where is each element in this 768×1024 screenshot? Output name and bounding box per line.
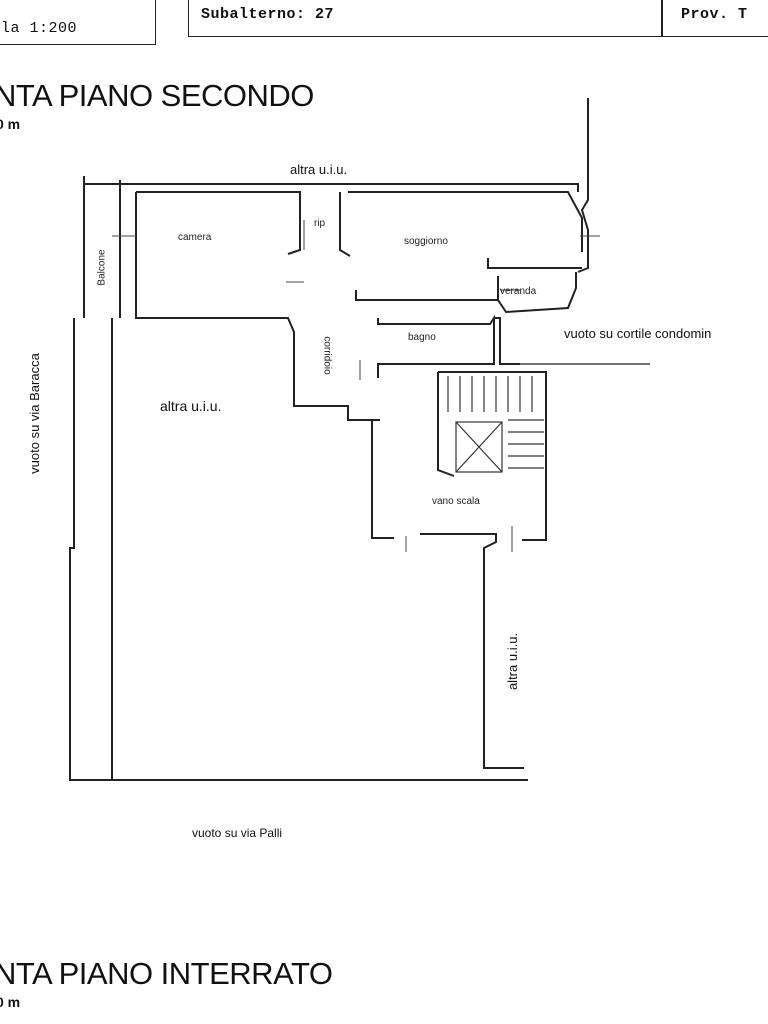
wall-upper-top-inner [136, 191, 301, 255]
plan-scale-note-basement: 0 m [0, 994, 21, 1010]
stair-treads [447, 376, 544, 473]
plan-title-basement: NTA PIANO INTERRATO [0, 956, 333, 991]
label-camera: camera [178, 232, 212, 243]
subalterno-text: Subalterno: 27 [201, 6, 335, 23]
wall-rip-right [339, 192, 351, 257]
province-text: Prov. T [681, 6, 748, 23]
label-balcone: Balcone [96, 249, 108, 286]
wall-soggiorno-right [487, 258, 582, 269]
label-soggiorno: soggiorno [404, 236, 448, 247]
wall-bagno [377, 314, 495, 378]
wall-bagno-right [494, 317, 520, 365]
plan-scale-note-second: 0 m [0, 116, 21, 132]
wall-veranda [497, 272, 577, 314]
label-veranda: veranda [500, 286, 537, 297]
label-vano-scala: vano scala [432, 496, 480, 507]
wall-corridor-left [371, 420, 394, 539]
label-vuoto-cortile: vuoto su cortile condomin [564, 326, 712, 341]
wall-stair-outer [438, 371, 547, 541]
label-vuoto-palli: vuoto su via Palli [192, 826, 283, 840]
label-vuoto-baracca: vuoto su via Baracca [26, 353, 42, 474]
wall-top-boundary [84, 183, 579, 192]
plan-title-second-floor: NTA PIANO SECONDO [0, 78, 314, 113]
label-altra-uiu-left: altra u.i.u. [160, 398, 222, 414]
wall-corridor-right [420, 533, 524, 769]
scale-box: la 1:200 [0, 0, 156, 45]
wall-camera-left [135, 192, 380, 421]
label-altra-uiu-right: altra u.i.u. [505, 632, 521, 691]
label-corridoio: corridoio [321, 336, 333, 375]
label-bagno: bagno [408, 332, 436, 343]
wall-stair-left [437, 372, 455, 477]
label-rip: rip [314, 218, 326, 229]
wall-right-upper [577, 98, 589, 273]
subalterno-box: Subalterno: 27 [188, 0, 662, 37]
scale-text: la 1:200 [1, 20, 78, 37]
province-box: Prov. T [662, 0, 768, 37]
wall-soggiorno-top [348, 191, 583, 252]
door-marks [112, 220, 600, 552]
wall-soggiorno-bottom [355, 290, 498, 301]
label-altra-uiu-top: altra u.i.u. [290, 162, 348, 177]
wall-left-long [69, 318, 528, 781]
